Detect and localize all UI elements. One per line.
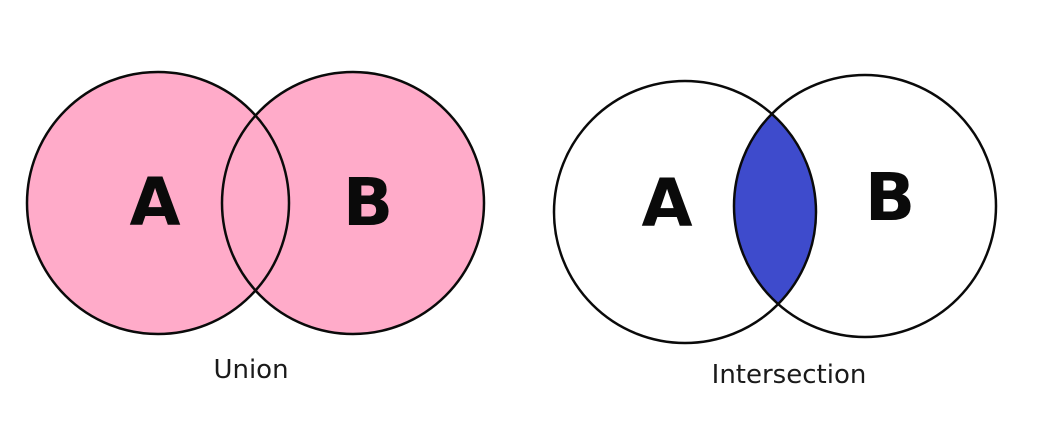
intersection-set-b-label: B — [865, 159, 915, 236]
intersection-circle-a-outline — [552, 79, 818, 345]
union-circle-a-outline — [25, 70, 291, 336]
intersection-set-a-label: A — [641, 165, 692, 242]
union-circle-b-outline — [220, 70, 486, 336]
union-circle-a-fill — [27, 72, 289, 334]
union-set-b-label: B — [343, 164, 393, 241]
intersection-diagram: A B Intersection — [552, 73, 998, 390]
union-set-a-label: A — [129, 164, 180, 241]
intersection-caption: Intersection — [712, 360, 867, 390]
union-circle-b-fill — [222, 72, 484, 334]
union-diagram: A B Union — [25, 70, 486, 385]
union-caption: Union — [213, 355, 288, 385]
intersection-circle-b-outline — [732, 73, 998, 339]
